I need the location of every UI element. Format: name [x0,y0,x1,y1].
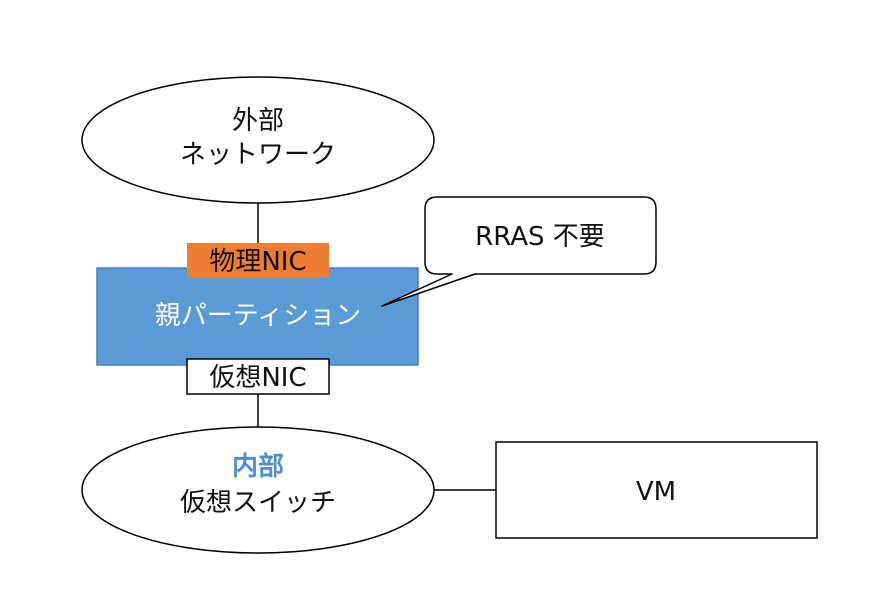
internal-switch-label-line2: 仮想スイッチ [180,488,336,518]
physical-nic-label: 物理NIC [209,247,306,277]
parent-partition-node: 親パーティション [96,267,419,366]
external-network-label-line1: 外部 [232,106,284,136]
rras-callout-label: RRAS 不要 [475,222,605,252]
virtual-nic-label: 仮想NIC [209,363,306,393]
parent-partition-label: 親パーティション [155,301,361,331]
rras-callout: RRAS 不要 [381,196,657,307]
internal-switch-label-line1: 内部 [232,452,284,482]
internal-switch-node: 内部 仮想スイッチ [81,426,435,554]
vm-label: VM [636,477,676,507]
virtual-nic-node: 仮想NIC [186,358,330,395]
external-network-node: 外部 ネットワーク [81,76,435,204]
physical-nic-node: 物理NIC [187,243,329,277]
external-network-label-line2: ネットワーク [180,140,336,170]
vm-node: VM [495,441,818,539]
